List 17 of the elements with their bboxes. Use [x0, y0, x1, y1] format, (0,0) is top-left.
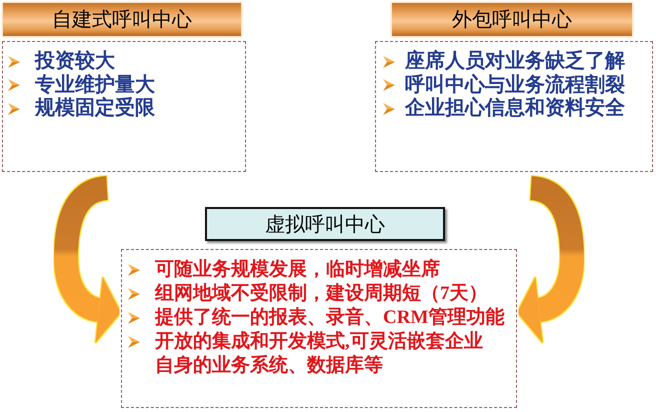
list-item-text: 企业担心信息和资料安全	[405, 97, 626, 120]
dashed-panel	[2, 41, 246, 172]
list-item-text: 开放的集成和开发模式,可灵活嵌套企业自身的业务系统、数据库等	[155, 330, 484, 378]
list-item-text: 组网地域不受限制，建设周期短（7天）	[155, 282, 488, 306]
list-item-text: 座席人员对业务缺乏了解	[405, 50, 626, 74]
list-item-text: 专业维护量大	[35, 74, 156, 96]
title-box: 虚拟呼叫中心	[205, 207, 445, 241]
list-item-text: 规模固定受限	[35, 97, 156, 120]
list-item-text: 提供了统一的报表、录音、CRM管理功能	[155, 306, 506, 330]
dashed-panel	[375, 41, 653, 172]
title-banner: 自建式呼叫中心	[3, 3, 241, 36]
title-banner: 外包呼叫中心	[392, 3, 632, 36]
list-item-text: 投资较大	[35, 50, 116, 74]
dashed-panel	[121, 249, 517, 408]
curved-arrow	[517, 176, 584, 342]
list-item-text: 呼叫中心与业务流程割裂	[405, 74, 626, 96]
list-item-text: 可随业务规模发展，临时增减坐席	[155, 258, 441, 282]
